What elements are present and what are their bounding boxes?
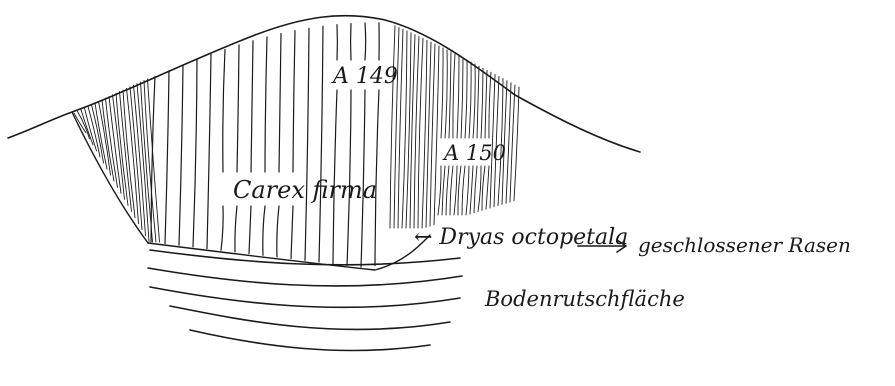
hatch-line bbox=[466, 166, 469, 215]
hatch-line bbox=[514, 87, 519, 201]
hatch-line bbox=[193, 59, 197, 246]
label-bodenrutschflaeche: Bodenrutschfläche bbox=[484, 287, 685, 311]
hatch-line bbox=[279, 34, 281, 172]
hatch-line bbox=[442, 166, 445, 215]
hatch-line bbox=[365, 23, 366, 60]
hatch-line bbox=[474, 166, 477, 213]
hatch-line bbox=[398, 29, 403, 228]
hatch-line bbox=[434, 46, 439, 225]
hatch-line bbox=[223, 49, 225, 172]
label-dryas-octopetala: ← Dryas octopetala bbox=[414, 225, 628, 250]
hatch-line bbox=[481, 68, 483, 138]
hatch-line bbox=[482, 166, 485, 210]
hatch-line bbox=[102, 100, 114, 181]
hatch-line bbox=[438, 166, 441, 215]
hatch-line bbox=[235, 206, 237, 252]
carex-vertical-lines bbox=[151, 23, 379, 267]
hatch-line bbox=[445, 50, 447, 138]
hatch-line bbox=[137, 84, 149, 242]
hatch-line bbox=[489, 72, 491, 138]
hatch-line bbox=[237, 45, 239, 172]
hatch-line bbox=[99, 101, 111, 175]
dryas-dense-hatching bbox=[390, 26, 519, 228]
vegetation-bottom bbox=[148, 235, 430, 270]
label-a150: A 150 bbox=[442, 141, 506, 165]
mound-left-base bbox=[72, 112, 148, 243]
hatch-line bbox=[305, 28, 309, 260]
hatch-line bbox=[486, 166, 489, 209]
hatch-line bbox=[207, 54, 211, 248]
hatch-line bbox=[277, 206, 279, 257]
hatch-line bbox=[457, 56, 459, 138]
hatch-line bbox=[418, 38, 423, 228]
hatch-line bbox=[319, 26, 323, 262]
label-geschlossener-rasen: geschlossener Rasen bbox=[638, 233, 851, 257]
mound-outline bbox=[8, 16, 640, 152]
hatch-line bbox=[469, 62, 471, 138]
label-a149: A 149 bbox=[331, 64, 398, 89]
hatch-line bbox=[465, 60, 467, 138]
hatch-line bbox=[113, 95, 125, 200]
hatch-line bbox=[179, 65, 183, 245]
label-carex-firma: Carex firma bbox=[233, 176, 377, 204]
hatch-line bbox=[478, 166, 481, 212]
hatch-line bbox=[458, 166, 461, 215]
landslide-lines bbox=[148, 250, 462, 351]
hatch-line bbox=[454, 166, 457, 215]
hatch-line bbox=[485, 70, 487, 138]
dense-hatching-left bbox=[74, 79, 160, 242]
hatch-line bbox=[446, 166, 449, 215]
hatch-line bbox=[441, 48, 443, 138]
hatch-line bbox=[293, 31, 295, 172]
hatch-line bbox=[473, 64, 475, 138]
hatch-line bbox=[263, 206, 265, 255]
hatch-line bbox=[249, 206, 251, 254]
hatch-line bbox=[116, 93, 128, 205]
hatch-line bbox=[265, 37, 267, 172]
hatch-line bbox=[291, 206, 293, 259]
hatch-line bbox=[221, 206, 223, 250]
hatch-line bbox=[453, 54, 455, 138]
hatch-line bbox=[477, 66, 479, 138]
hatch-line bbox=[461, 58, 463, 138]
hatch-line bbox=[462, 166, 465, 215]
hatch-line bbox=[450, 166, 453, 215]
hatch-line bbox=[251, 41, 253, 172]
hatch-line bbox=[449, 52, 451, 138]
hatch-line bbox=[422, 40, 427, 228]
hatch-line bbox=[430, 44, 435, 226]
hatch-line bbox=[402, 31, 407, 228]
hatch-line bbox=[165, 71, 169, 244]
hatch-line bbox=[470, 166, 473, 214]
